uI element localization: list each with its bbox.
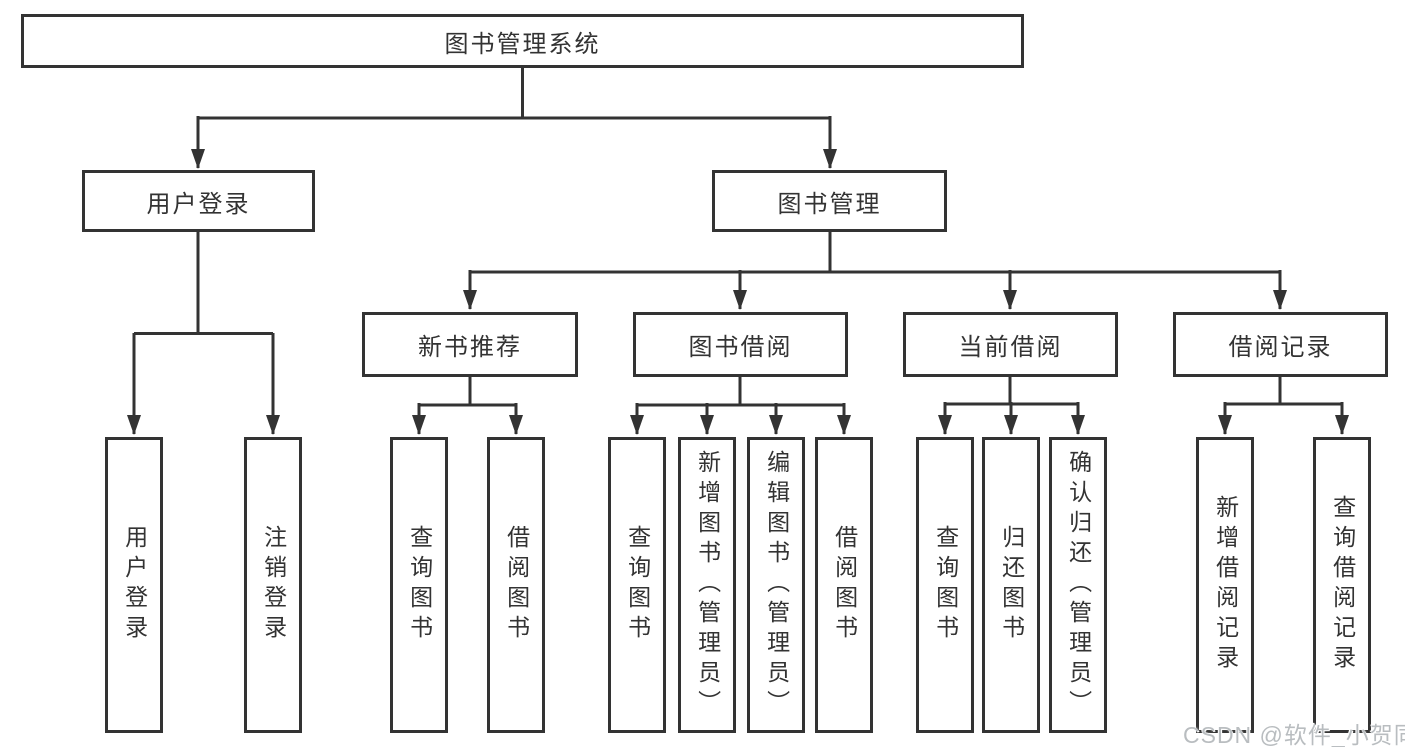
leaf-label: 借阅图书 [503, 525, 530, 645]
leaf-label: 查询图书 [932, 525, 959, 645]
leaf-currentborrow-confirm-return-admin: 确认归还（管理员） [1049, 437, 1107, 733]
leaf-bookborrow-borrow-books: 借阅图书 [815, 437, 873, 733]
node-book-borrowing: 图书借阅 [633, 312, 848, 377]
node-library-management-system: 图书管理系统 [21, 14, 1024, 68]
leaf-label: 查询图书 [624, 525, 651, 645]
csdn-watermark: CSDN @软件_小贺同学 [1183, 722, 1405, 747]
leaf-currentborrow-query-books: 查询图书 [916, 437, 974, 733]
leaf-label: 查询图书 [406, 525, 433, 645]
node-book-management: 图书管理 [712, 170, 947, 232]
node-current-borrowing: 当前借阅 [903, 312, 1118, 377]
node-label: 新书推荐 [418, 334, 522, 361]
leaf-record-query-borrow-record: 查询借阅记录 [1313, 437, 1371, 733]
leaf-logout: 注销登录 [244, 437, 302, 733]
leaf-bookborrow-edit-books-admin: 编辑图书（管理员） [747, 437, 805, 733]
node-label: 图书管理系统 [444, 30, 601, 58]
node-user-login: 用户登录 [82, 170, 315, 232]
node-label: 用户登录 [146, 190, 251, 218]
leaf-label: 归还图书 [998, 525, 1025, 645]
node-label: 借阅记录 [1228, 334, 1333, 361]
leaf-newbook-borrow-books: 借阅图书 [487, 437, 545, 733]
leaf-label: 查询借阅记录 [1329, 495, 1356, 675]
leaf-label: 注销登录 [260, 525, 287, 645]
leaf-bookborrow-add-books-admin: 新增图书（管理员） [678, 437, 736, 733]
leaf-currentborrow-return-books: 归还图书 [982, 437, 1040, 733]
leaf-bookborrow-query-books: 查询图书 [608, 437, 666, 733]
leaf-label: 新增借阅记录 [1212, 495, 1239, 675]
node-new-book-recommendation: 新书推荐 [362, 312, 578, 377]
node-label: 图书借阅 [688, 334, 793, 361]
leaf-label: 新增图书（管理员） [694, 450, 721, 720]
node-borrowing-records: 借阅记录 [1173, 312, 1388, 377]
node-label: 图书管理 [777, 190, 882, 218]
leaf-newbook-query-books: 查询图书 [390, 437, 448, 733]
node-label: 当前借阅 [958, 334, 1063, 361]
leaf-label: 借阅图书 [831, 525, 858, 645]
leaf-label: 编辑图书（管理员） [763, 450, 790, 720]
leaf-label: 用户登录 [121, 525, 148, 645]
leaf-record-add-borrow-record: 新增借阅记录 [1196, 437, 1254, 733]
leaf-label: 确认归还（管理员） [1065, 450, 1092, 720]
leaf-user-login: 用户登录 [105, 437, 163, 733]
